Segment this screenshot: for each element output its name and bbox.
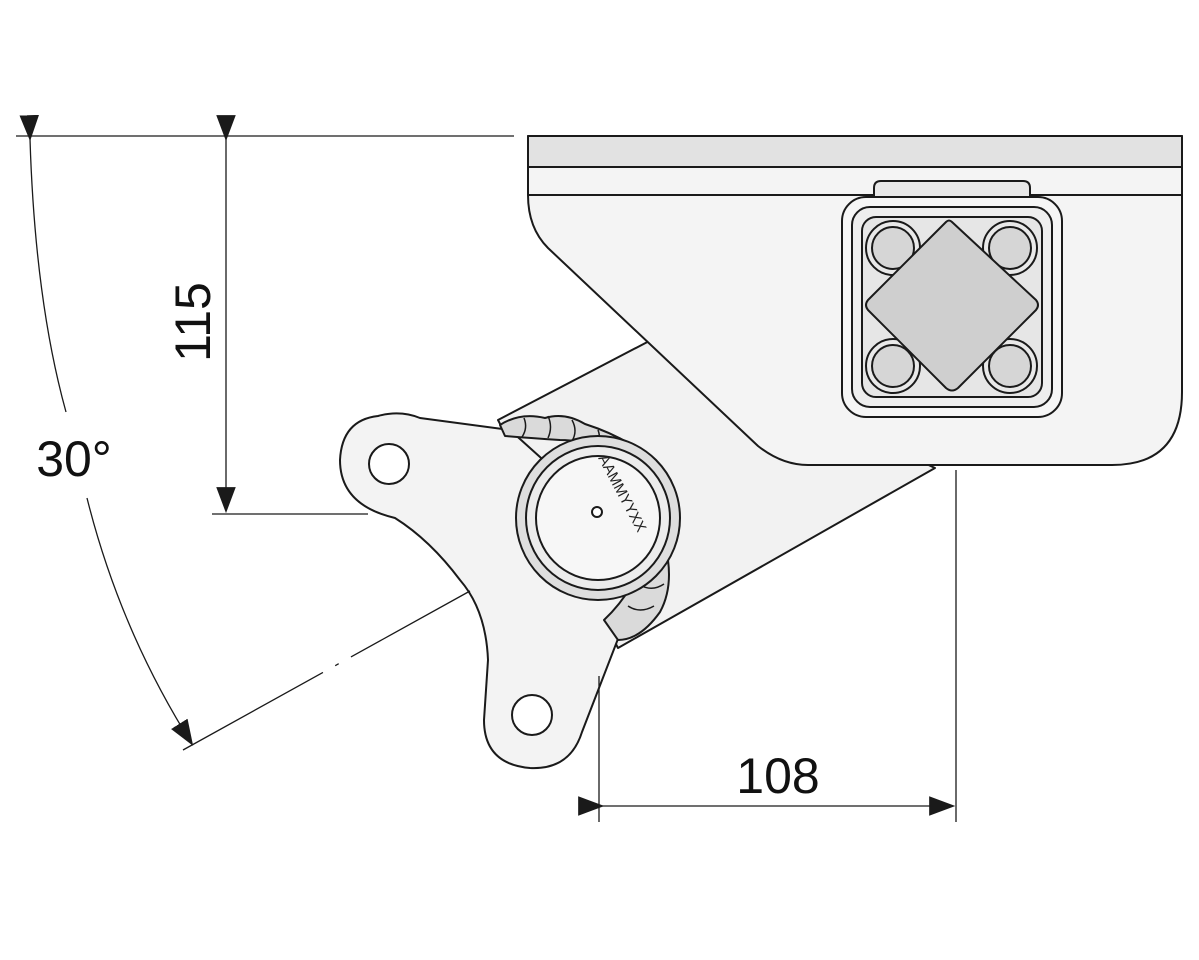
dim-108-label: 108: [736, 748, 819, 804]
housing-tab: [873, 180, 1031, 198]
plate-top-band: [527, 135, 1183, 168]
weld-ripple-2: [547, 415, 552, 439]
arm-centerline: [182, 590, 471, 751]
part-body: [339, 135, 1183, 770]
stud-bottom-left: [865, 338, 921, 394]
weld-ripple-7: [627, 605, 655, 611]
pivot-center-mark: [591, 506, 603, 518]
mounting-hole-upper: [368, 443, 410, 485]
dim-angle-label: 30°: [36, 431, 112, 487]
dim-115-label: 115: [165, 282, 221, 362]
pivot-boss-face: [535, 455, 661, 581]
weld-ripple-1: [521, 417, 527, 438]
stud-top-left: [865, 220, 921, 276]
stud-bottom-right: [982, 338, 1038, 394]
mounting-hole-lower: [511, 694, 553, 736]
dimension-lines: [16, 114, 957, 822]
angle-arc-upper: [19, 114, 67, 413]
angle-arc-lower: [86, 497, 194, 746]
diamond-pad: [865, 219, 1039, 392]
